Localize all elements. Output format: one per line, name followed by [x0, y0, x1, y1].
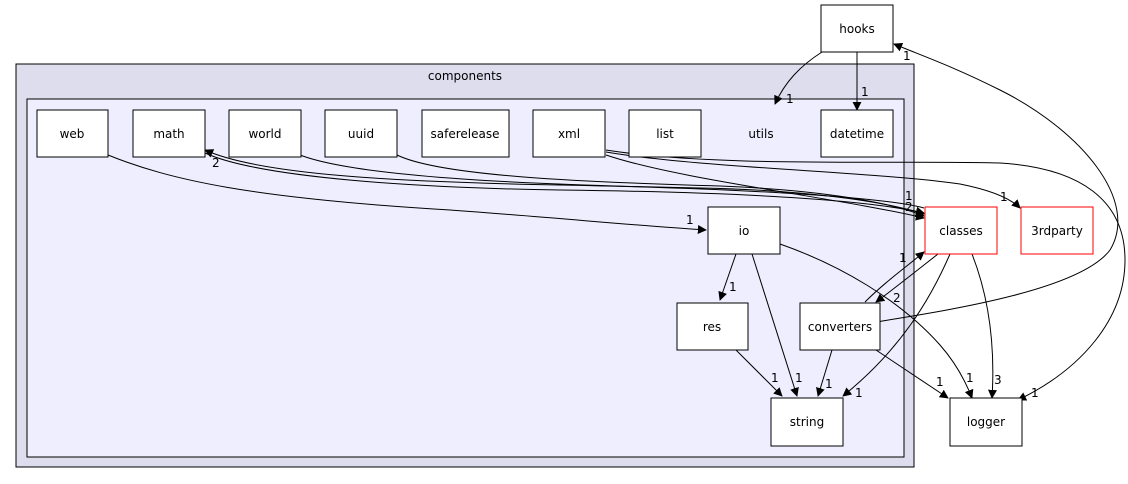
edge-hooks-utils — [774, 51, 823, 105]
edge-xml-thirdparty — [605, 151, 1021, 209]
edge-xml-logger — [605, 149, 1126, 401]
node-datetime-label: datetime — [830, 127, 884, 141]
node-3rdparty[interactable]: 3rdparty — [1020, 206, 1094, 255]
node-3rdparty-label: 3rdparty — [1031, 224, 1083, 238]
edge-classes-string — [842, 253, 951, 397]
edge-label-classes-logger: 3 — [994, 373, 1002, 387]
edge-io-logger — [779, 243, 974, 399]
node-math-label: math — [153, 127, 184, 141]
edge-label-world-classes: 1 — [905, 189, 913, 203]
edge-label-web-io: 1 — [686, 213, 694, 227]
edge-world-classes — [299, 154, 925, 216]
edge-web-io — [107, 154, 707, 235]
node-classes-label: classes — [939, 224, 982, 238]
node-string[interactable]: string — [770, 397, 844, 447]
edge-classes-logger — [971, 253, 997, 399]
node-xml[interactable]: xml — [532, 109, 606, 158]
edge-label-classes-string: 1 — [855, 386, 863, 400]
utils-cluster[interactable]: utils — [26, 98, 905, 458]
edge-res-string — [735, 349, 783, 397]
edge-label-converters-hooks: 1 — [903, 49, 911, 63]
node-uuid-label: uuid — [348, 127, 374, 141]
node-res-label: res — [703, 320, 721, 334]
node-classes[interactable]: classes — [924, 206, 998, 255]
edge-label-res-string: 1 — [771, 371, 779, 385]
node-saferelease[interactable]: saferelease — [421, 109, 510, 158]
edge-io-string — [751, 253, 799, 397]
node-io-label: io — [739, 224, 750, 238]
utils-cluster-label: utils — [748, 127, 773, 141]
components-cluster-label: components — [428, 69, 502, 83]
edge-math-classes — [204, 152, 925, 216]
edges: 1 1 1 1 2 1 2 1 1 1 1 1 — [107, 43, 1126, 401]
node-list[interactable]: list — [628, 109, 702, 158]
node-string-label: string — [790, 415, 824, 429]
node-hooks[interactable]: hooks — [820, 4, 894, 53]
edge-label-xml-logger: 1 — [1031, 386, 1039, 400]
node-logger-label: logger — [967, 415, 1005, 429]
edge-label-io-logger: 1 — [966, 371, 974, 385]
edge-converters-logger — [875, 349, 949, 399]
node-datetime[interactable]: datetime — [820, 109, 894, 158]
edge-label-converters-classes: 1 — [899, 251, 907, 265]
edge-label-io-res: 1 — [729, 280, 737, 294]
node-web[interactable]: web — [36, 109, 109, 158]
edge-label-converters-string: 1 — [825, 377, 833, 391]
node-web-label: web — [60, 127, 85, 141]
edge-label-io-string: 1 — [795, 371, 803, 385]
edge-label-hooks-utils: 1 — [786, 92, 794, 106]
node-world[interactable]: world — [228, 109, 302, 158]
edge-label-xml-thirdparty: 1 — [1000, 190, 1008, 204]
edge-label-uuid-classes: 2 — [905, 200, 913, 214]
edge-converters-hooks — [875, 43, 1119, 323]
node-saferelease-label: saferelease — [431, 127, 500, 141]
node-world-label: world — [248, 127, 281, 141]
node-hooks-label: hooks — [839, 22, 875, 36]
node-uuid[interactable]: uuid — [324, 109, 398, 158]
edge-classes-converters — [875, 253, 939, 303]
edge-io-res — [718, 253, 737, 301]
edge-label-classes-converters: 2 — [893, 291, 901, 305]
edge-label-converters-logger: 1 — [936, 375, 944, 389]
edge-converters-classes — [864, 251, 925, 303]
node-converters-label: converters — [808, 320, 872, 334]
edge-label-classes-math: 2 — [212, 156, 220, 170]
node-math[interactable]: math — [132, 109, 206, 158]
node-logger[interactable]: logger — [949, 397, 1023, 447]
edge-label-hooks-datetime: 1 — [861, 85, 869, 99]
edge-uuid-classes — [396, 154, 925, 218]
node-io[interactable]: io — [707, 206, 781, 255]
edge-xml-classes — [605, 154, 925, 221]
edge-converters-string — [816, 349, 833, 397]
node-converters[interactable]: converters — [799, 302, 881, 351]
node-res[interactable]: res — [676, 302, 749, 351]
node-xml-label: xml — [558, 127, 580, 141]
node-list-label: list — [656, 127, 674, 141]
